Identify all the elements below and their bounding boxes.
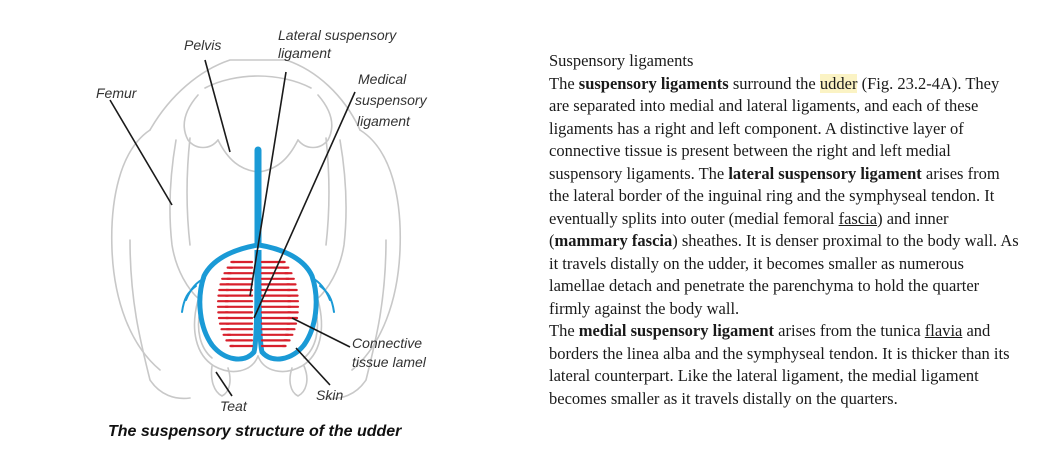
text-panel: Suspensory ligaments The suspensory liga… — [549, 50, 1019, 410]
label-medical-line2: suspensory — [355, 92, 427, 108]
term-mammary-fascia: mammary fascia — [554, 231, 673, 250]
label-connective-line2: tissue lamel — [352, 354, 426, 370]
text-run: arises from the lateral border of the in… — [549, 163, 1000, 228]
text-run: and borders the linea alba and the symph… — [549, 321, 1010, 408]
diagram-caption: The suspensory structure of the udder — [108, 423, 402, 440]
label-teat: Teat — [220, 398, 247, 414]
leader-skin — [295, 347, 331, 386]
highlight-udder[interactable]: udder — [819, 73, 858, 93]
leader-connective — [291, 317, 351, 348]
paragraph-medial: The medial suspensory ligament arises fr… — [549, 320, 1019, 410]
label-lateral-line1: Lateral suspensory — [278, 27, 397, 43]
leader-medical — [253, 91, 356, 319]
text-run: arises from the tunica — [774, 321, 925, 340]
text-run: The — [549, 321, 579, 340]
link-fascia[interactable]: fascia — [838, 208, 878, 228]
label-medical-line3: ligament — [357, 113, 410, 129]
body-outline — [110, 59, 402, 400]
label-skin: Skin — [316, 387, 344, 403]
text-run: ) sheathes. It is denser proximal to the… — [549, 231, 1019, 318]
text-run: ) and inner ( — [549, 208, 949, 251]
term-lateral-suspensory-ligament: lateral suspensory ligament — [728, 163, 922, 183]
term-suspensory-ligaments: suspensory ligaments — [578, 73, 729, 93]
label-femur: Femur — [96, 85, 137, 101]
leader-pelvis — [204, 59, 231, 153]
leader-lateral — [249, 71, 287, 297]
leader-femur — [109, 99, 173, 206]
text-run: (Fig. 23.2-4A). They are separated into … — [549, 73, 1000, 183]
label-pelvis: Pelvis — [184, 37, 222, 53]
text-run: The — [549, 73, 579, 93]
label-lateral-line2: ligament — [278, 45, 331, 61]
udder-diagram: Pelvis Lateral suspensory ligament Medic… — [0, 0, 520, 473]
text-run: surround the — [728, 73, 820, 93]
lateral-branch-left — [181, 277, 206, 313]
label-connective-line1: Connective — [352, 335, 423, 351]
leader-lines — [109, 59, 356, 397]
connective-lamellae — [216, 260, 300, 348]
paragraph-lateral: The suspensory ligaments surround the ud… — [549, 73, 1019, 321]
section-heading: Suspensory ligaments — [549, 51, 694, 70]
term-medial-suspensory-ligament: medial suspensory ligament — [578, 321, 775, 340]
link-flavia[interactable]: flavia — [924, 321, 963, 340]
lateral-branch-right — [311, 277, 335, 313]
label-medical-line1: Medical — [358, 71, 407, 87]
udder-illustration — [109, 59, 402, 400]
leader-teat — [215, 371, 233, 397]
